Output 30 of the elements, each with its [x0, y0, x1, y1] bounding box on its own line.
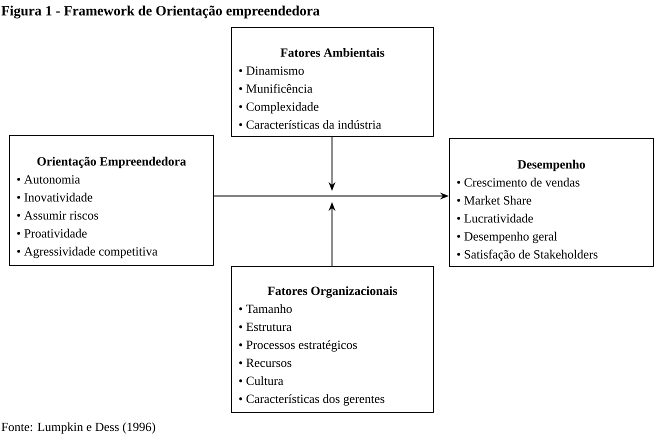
bullet-item: • Características dos gerentes	[239, 394, 384, 406]
factor-box	[9, 135, 214, 266]
bullet-item: • Estrutura	[239, 322, 292, 332]
bullet-item: • Recursos	[239, 358, 292, 368]
bullet-item: • Proatividade	[17, 228, 87, 238]
bullet-item: • Cultura	[239, 376, 284, 386]
bullet-item: • Processos estratégicos	[239, 340, 357, 352]
bullet-item: • Dinamismo	[239, 66, 304, 75]
bullet-item: • Características da indústria	[239, 120, 382, 129]
bullet-item: • Assumir riscos	[17, 211, 98, 220]
bullet-item: • Tamanho	[239, 304, 292, 314]
factor-box	[231, 27, 434, 137]
bullet-item: • Inovatividade	[17, 192, 92, 202]
bullet-item: • Desempenho geral	[457, 232, 558, 244]
factor-box	[231, 266, 434, 413]
factor-box	[449, 138, 654, 267]
bullet-item: • Munificência	[239, 84, 312, 93]
bullet-item: • Satisfação de Stakeholders	[457, 250, 598, 262]
bullet-item: • Autonomia	[17, 175, 80, 184]
bullet-item: • Lucratividade	[457, 214, 533, 223]
bullet-item: • Complexidade	[239, 102, 318, 114]
source-note: Fonte: Lumpkin e Dess (1996)	[2, 422, 156, 434]
figure-title: Figura 1 - Framework de Orientação empreendedora	[1, 6, 320, 18]
box-heading: Desempenho	[518, 160, 585, 172]
bullet-item: • Agressividade competitiva	[17, 246, 158, 258]
bullet-item: • Crescimento de vendas	[457, 178, 580, 187]
bullet-item: • Market Share	[457, 196, 532, 205]
box-heading: Fatores Organizacionais	[268, 286, 398, 298]
box-heading: Orientação Empreendedora	[37, 156, 186, 168]
box-heading: Fatores Ambientais	[280, 48, 384, 57]
